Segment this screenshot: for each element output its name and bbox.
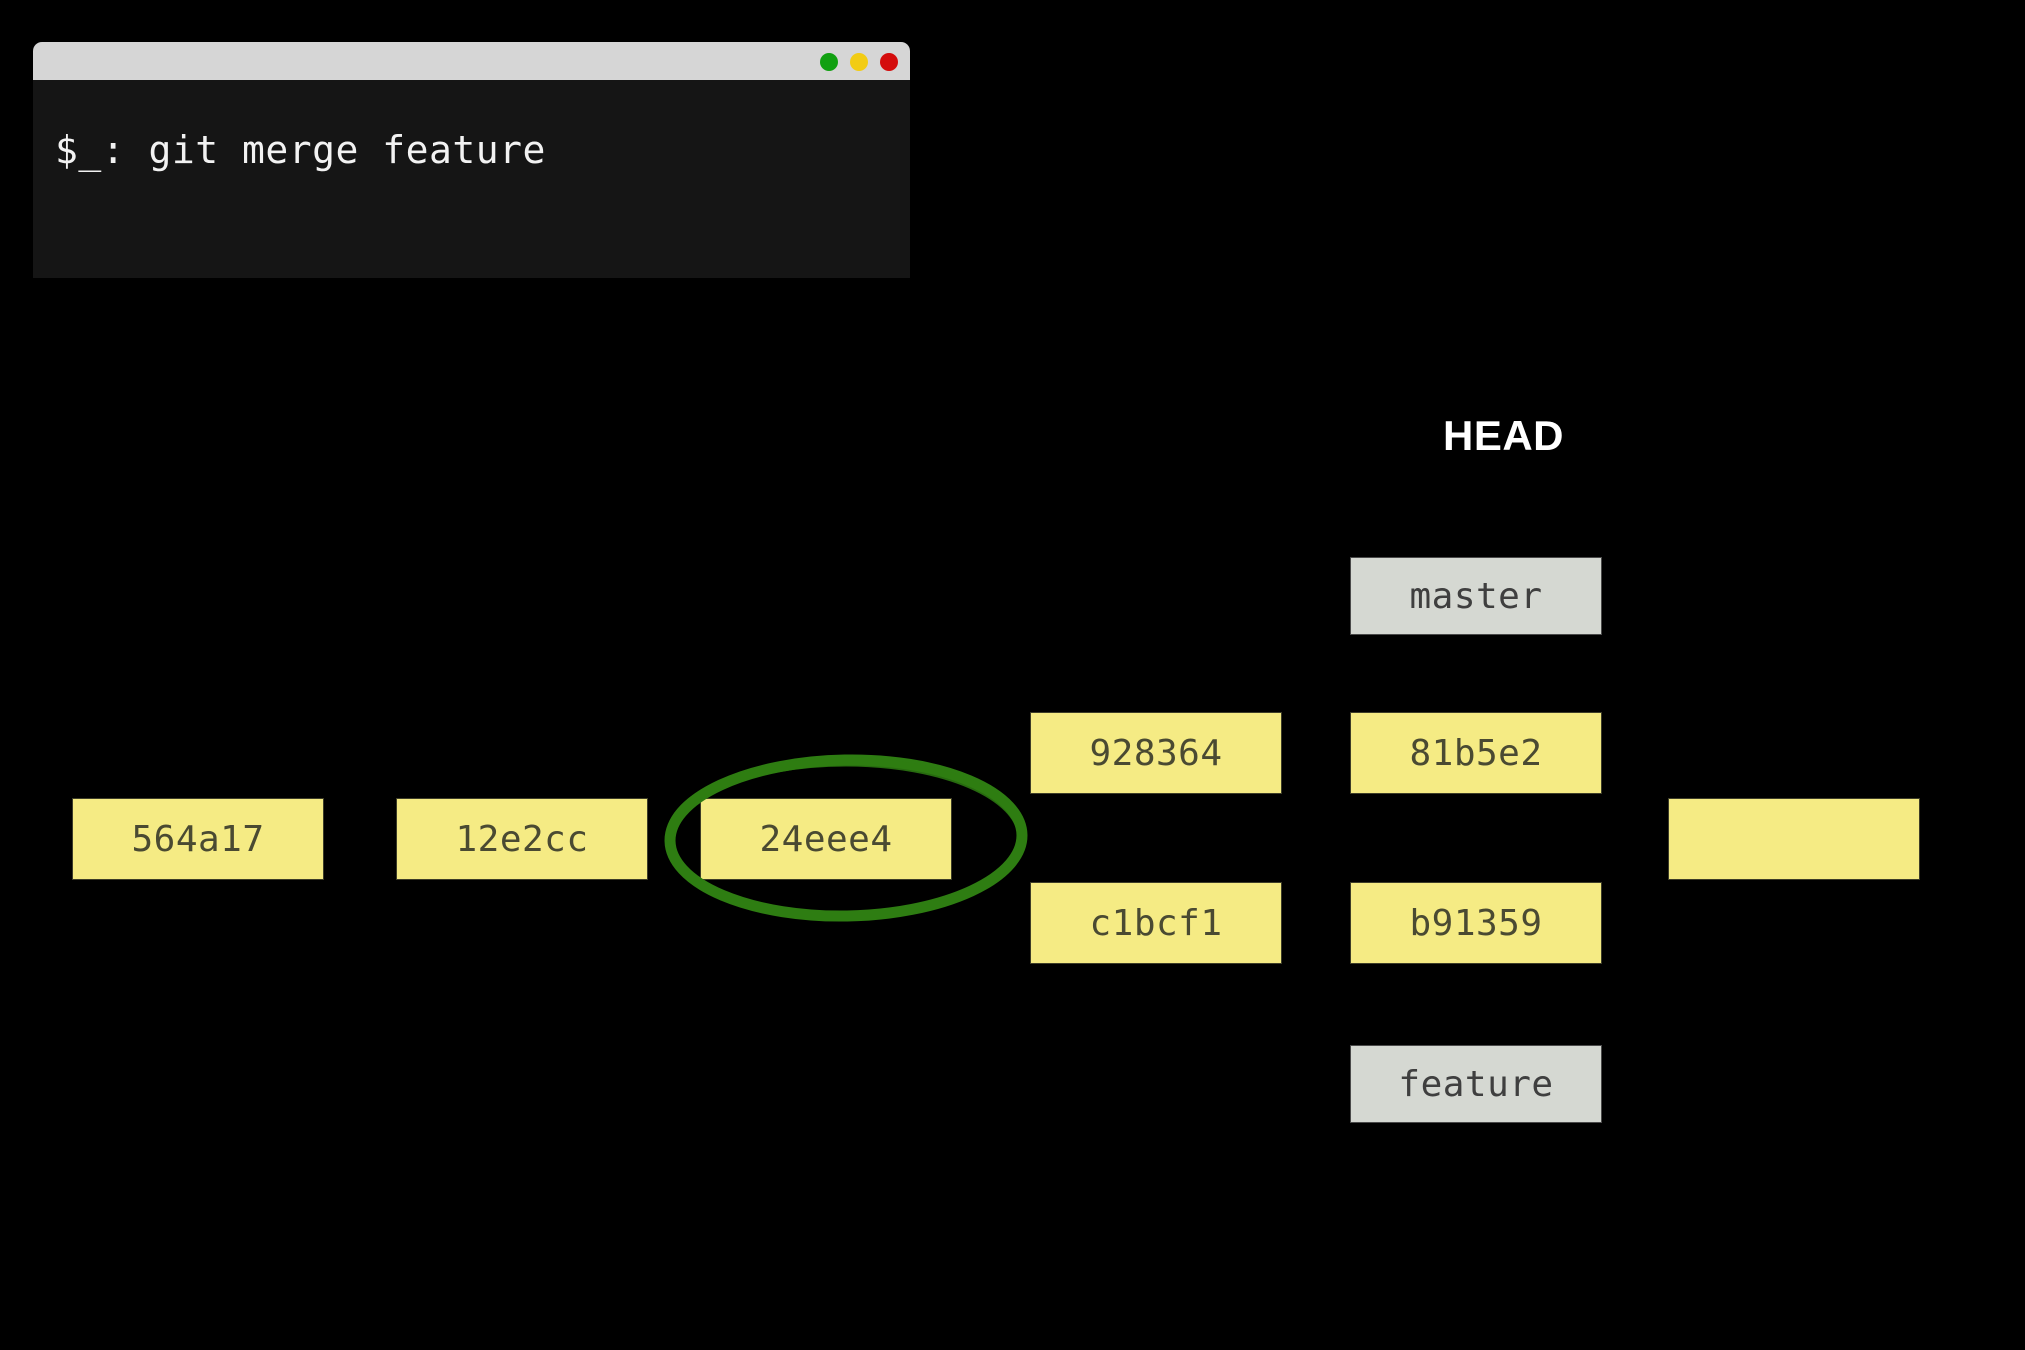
branch-label-feature[interactable]: feature — [1350, 1045, 1602, 1123]
window-maximize-icon[interactable] — [850, 53, 868, 71]
commit-node-928364[interactable]: 928364 — [1030, 712, 1282, 794]
commit-node-81b5e2[interactable]: 81b5e2 — [1350, 712, 1602, 794]
commit-node-empty[interactable] — [1668, 798, 1920, 880]
window-close-icon[interactable] — [880, 53, 898, 71]
terminal-command-line: $_: git merge feature — [55, 128, 546, 172]
commit-node-b91359[interactable]: b91359 — [1350, 882, 1602, 964]
commit-node-564a17[interactable]: 564a17 — [72, 798, 324, 880]
commit-node-12e2cc[interactable]: 12e2cc — [396, 798, 648, 880]
terminal-title-bar[interactable] — [33, 42, 910, 80]
window-minimize-icon[interactable] — [820, 53, 838, 71]
head-pointer-label: HEAD — [1443, 412, 1565, 459]
commit-node-c1bcf1[interactable]: c1bcf1 — [1030, 882, 1282, 964]
terminal-body[interactable]: $_: git merge feature — [33, 80, 910, 278]
branch-label-master[interactable]: master — [1350, 557, 1602, 635]
terminal-window[interactable]: $_: git merge feature — [33, 42, 910, 278]
commit-node-24eee4[interactable]: 24eee4 — [700, 798, 952, 880]
